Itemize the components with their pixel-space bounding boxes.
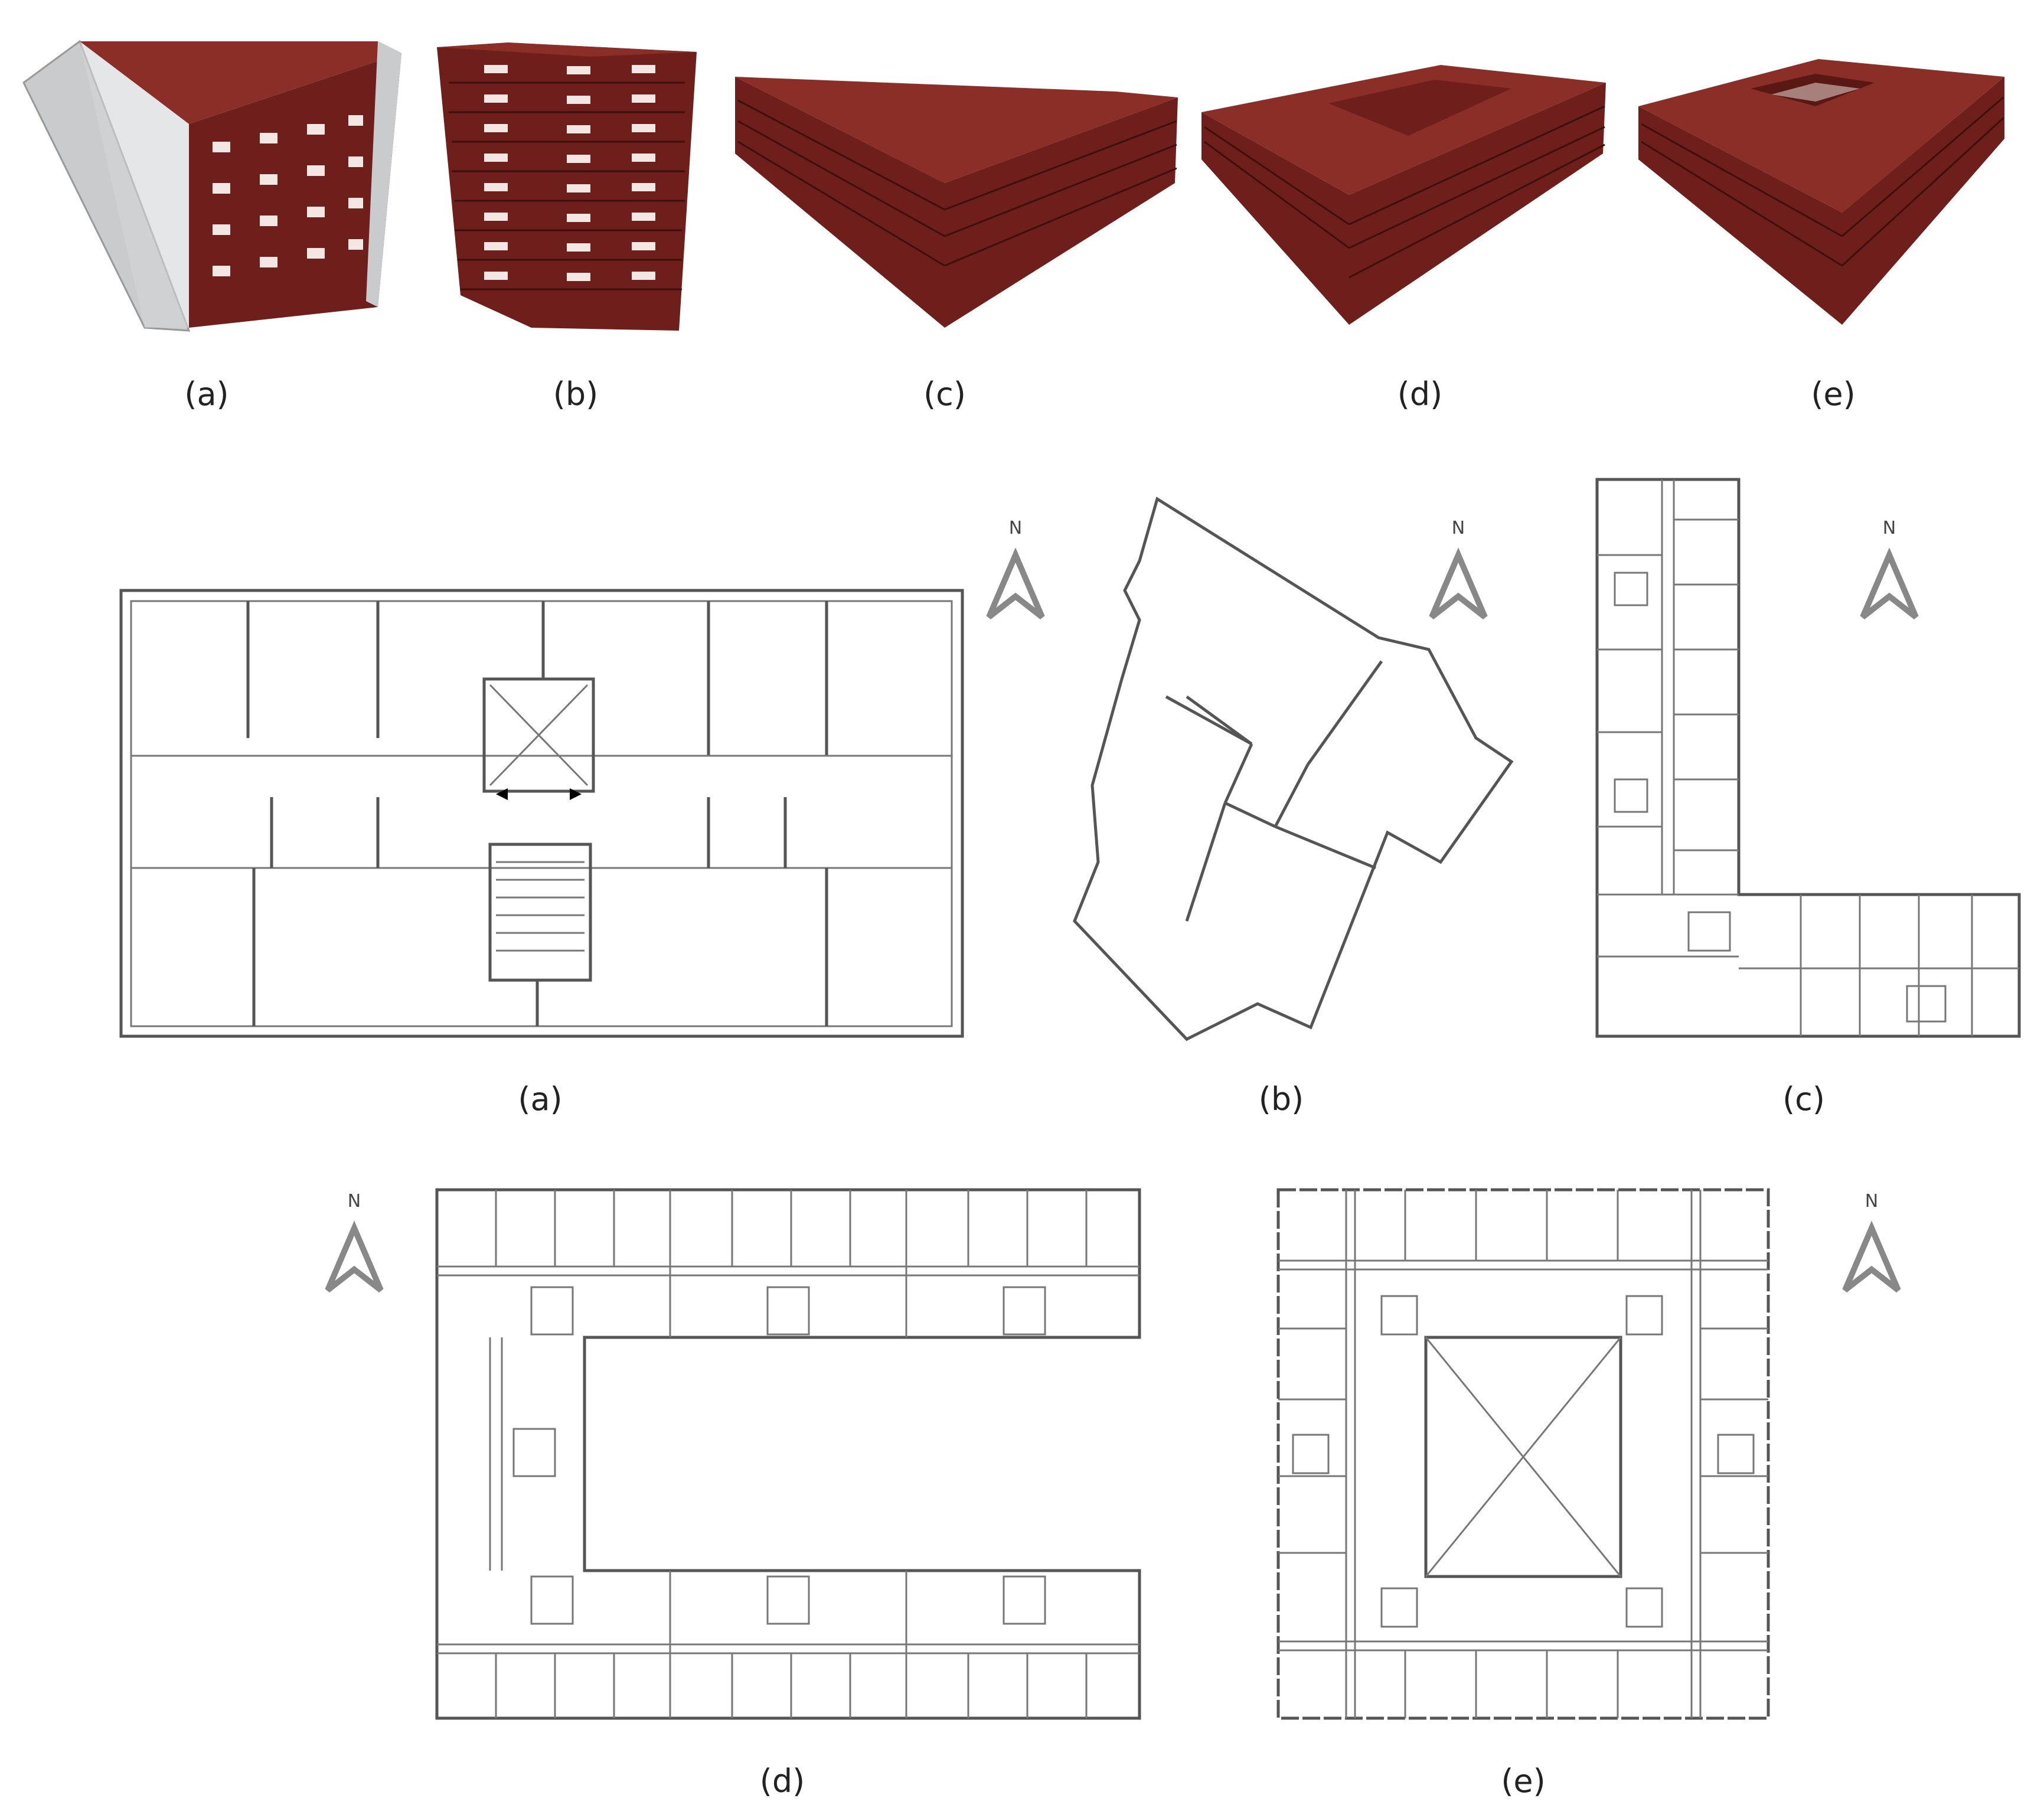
caption-plan-a: (a) [518,1081,563,1118]
caption-3d-d: (d) [1397,376,1443,413]
svg-text:N: N [348,1191,361,1212]
svg-text:N: N [1883,518,1896,538]
north-arrow-c: N [1860,518,1919,619]
svg-text:N: N [1865,1191,1878,1212]
north-arrow-b: N [1429,518,1488,619]
north-arrow-d: N [325,1191,384,1292]
model-d [1201,65,1606,325]
caption-3d-b: (b) [553,376,599,413]
svg-text:N: N [1452,518,1465,538]
caption-plan-b: (b) [1258,1081,1304,1118]
model-b [437,43,697,331]
caption-plan-c: (c) [1782,1081,1825,1118]
model-c [735,77,1178,328]
model-e [1638,59,2004,325]
north-arrow-a: N [986,518,1045,619]
caption-3d-a: (a) [184,376,229,413]
model-a [22,40,401,332]
caption-plan-d: (d) [759,1762,805,1800]
caption-3d-c: (c) [923,376,966,413]
caption-plan-e: (e) [1501,1762,1546,1800]
svg-text:N: N [1009,518,1022,538]
caption-3d-e: (e) [1811,376,1856,413]
north-arrow-e: N [1842,1191,1901,1292]
